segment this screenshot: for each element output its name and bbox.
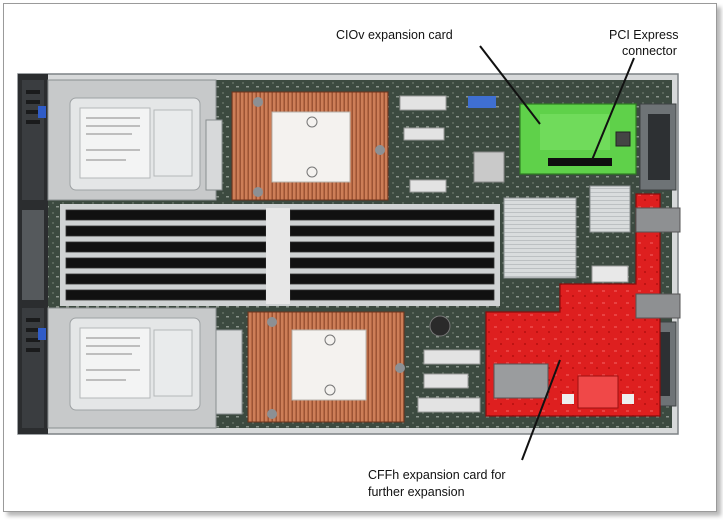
cffh-label-line1: CFFh expansion card for	[368, 468, 506, 482]
pci-label-line1: PCI Express	[609, 28, 679, 42]
pci-label-line2: connector	[622, 44, 677, 58]
ciov-expansion-card	[519, 103, 637, 175]
ciov-label: CIOv expansion card	[336, 28, 453, 42]
cffh-callout-line	[521, 359, 561, 461]
front-bezel	[18, 74, 48, 434]
cffh-label-line2: further expansion	[368, 485, 465, 499]
board-components	[205, 95, 631, 415]
cpu-heatsink-top	[231, 91, 389, 201]
hard-drive-bottom	[47, 307, 217, 429]
memory-dimms	[60, 204, 500, 306]
cpu-heatsink-bottom	[247, 311, 405, 423]
ciov-callout-line	[479, 45, 541, 125]
pci-callout-line	[591, 57, 635, 161]
callout-lines	[479, 45, 635, 461]
cffh-expansion-card	[485, 193, 681, 417]
pci-express-connector	[548, 158, 612, 166]
hard-drive-top	[47, 79, 217, 201]
